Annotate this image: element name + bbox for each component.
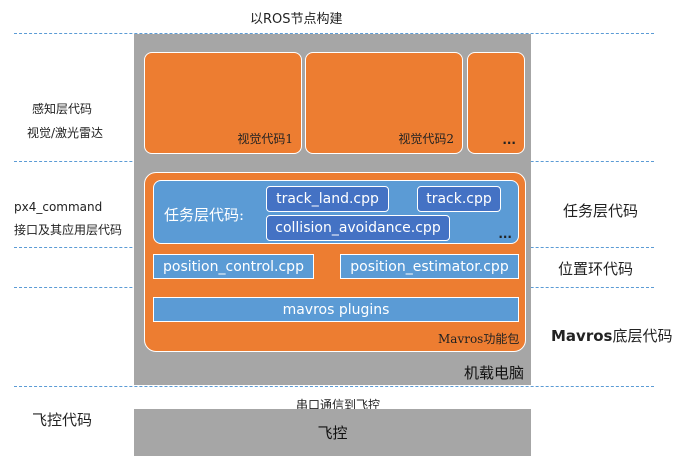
- task-layer-label: 任务层代码:: [164, 206, 245, 224]
- perception-label-1: 感知层代码: [32, 102, 93, 116]
- vision-box-1: 视觉代码1: [144, 52, 302, 154]
- flight-controller-label: 飞控: [317, 424, 348, 442]
- file-track: track.cpp: [417, 186, 501, 212]
- mavros-bold-text: Mavros: [551, 327, 613, 345]
- vision-box-more: ...: [467, 52, 525, 154]
- file-track-land: track_land.cpp: [266, 186, 389, 212]
- diagram-title: 以ROS节点构建: [250, 12, 343, 27]
- position-loop-right-label: 位置环代码: [558, 260, 634, 278]
- vision-box-1-label: 视觉代码1: [237, 132, 293, 146]
- mavros-rest-text: 底层代码: [612, 327, 673, 345]
- file-collision-avoidance: collision_avoidance.cpp: [266, 215, 450, 241]
- mavros-plugins-block: mavros plugins: [153, 297, 519, 322]
- position-estimator-block: position_estimator.cpp: [340, 254, 519, 279]
- separator-onboard: [14, 386, 654, 387]
- separator-top: [14, 33, 654, 34]
- mavros-package-label: Mavros功能包: [438, 332, 520, 346]
- task-layer-more: ...: [498, 227, 512, 241]
- serial-comm-label: 串口通信到飞控: [296, 398, 381, 412]
- mavros-bottom-right-label: Mavros底层代码: [551, 325, 672, 346]
- position-control-block: position_control.cpp: [153, 254, 314, 279]
- task-layer-right-label: 任务层代码: [563, 202, 639, 220]
- px4-command-label: px4_command: [14, 200, 103, 214]
- flight-code-label: 飞控代码: [32, 411, 93, 429]
- vision-box-more-label: ...: [502, 133, 516, 147]
- perception-label-2: 视觉/激光雷达: [27, 126, 104, 140]
- flight-controller-box: 飞控: [134, 409, 531, 456]
- vision-box-2-label: 视觉代码2: [398, 132, 454, 146]
- onboard-computer-label: 机载电脑: [464, 364, 525, 382]
- px4-app-label: 接口及其应用层代码: [14, 223, 123, 237]
- vision-box-2: 视觉代码2: [305, 52, 463, 154]
